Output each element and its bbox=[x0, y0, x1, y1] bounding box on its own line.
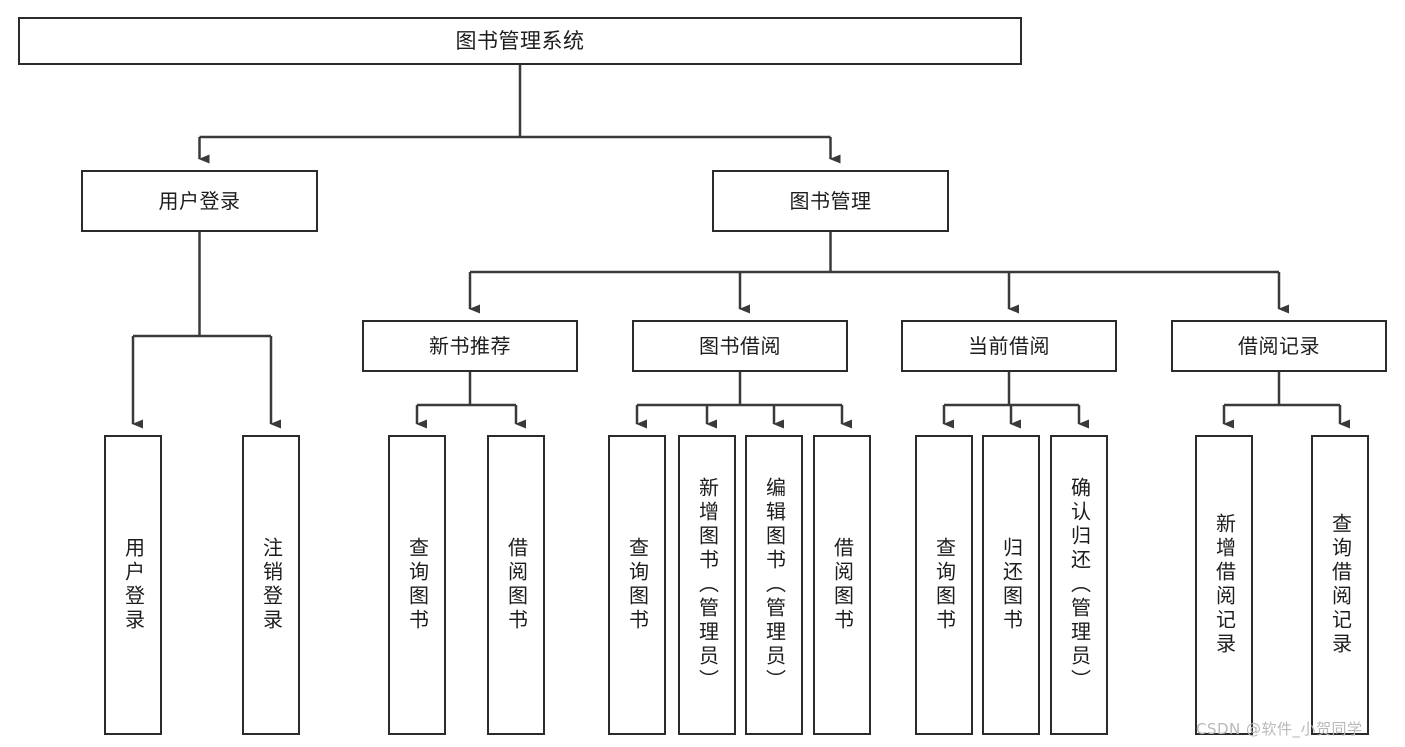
node-box-l-q1[interactable]: 查询图书 bbox=[388, 435, 446, 735]
node-box-l-q2[interactable]: 查询图书 bbox=[608, 435, 666, 735]
node-box-borrow[interactable]: 图书借阅 bbox=[632, 320, 848, 372]
node-label-l-addrec: 新增借阅记录 bbox=[1212, 513, 1237, 657]
node-box-records[interactable]: 借阅记录 bbox=[1171, 320, 1387, 372]
node-label-l-q2: 查询图书 bbox=[625, 537, 650, 633]
node-label-l-b1: 借阅图书 bbox=[504, 537, 529, 633]
node-box-l-edit[interactable]: 编辑图书（管理员） bbox=[745, 435, 803, 735]
node-label-newbook: 新书推荐 bbox=[429, 333, 511, 358]
node-box-l-add[interactable]: 新增图书（管理员） bbox=[678, 435, 736, 735]
node-label-l-q1: 查询图书 bbox=[405, 537, 430, 633]
node-box-bookmgr[interactable]: 图书管理 bbox=[712, 170, 949, 232]
node-box-l-login[interactable]: 用户登录 bbox=[104, 435, 162, 735]
node-label-current: 当前借阅 bbox=[968, 333, 1050, 358]
node-label-login: 用户登录 bbox=[158, 188, 241, 213]
connector-lines bbox=[131, 65, 1350, 429]
node-box-l-b1[interactable]: 借阅图书 bbox=[487, 435, 545, 735]
node-label-l-logout: 注销登录 bbox=[259, 537, 284, 633]
node-label-l-qrec: 查询借阅记录 bbox=[1328, 513, 1353, 657]
node-box-l-q3[interactable]: 查询图书 bbox=[915, 435, 973, 735]
node-box-login[interactable]: 用户登录 bbox=[81, 170, 318, 232]
node-box-l-confirm[interactable]: 确认归还（管理员） bbox=[1050, 435, 1108, 735]
node-label-l-return: 归还图书 bbox=[999, 537, 1024, 633]
node-label-l-confirm: 确认归还（管理员） bbox=[1067, 477, 1092, 693]
node-label-l-q3: 查询图书 bbox=[932, 537, 957, 633]
node-label-bookmgr: 图书管理 bbox=[789, 188, 872, 213]
node-label-l-b2: 借阅图书 bbox=[830, 537, 855, 633]
node-box-current[interactable]: 当前借阅 bbox=[901, 320, 1117, 372]
node-box-l-b2[interactable]: 借阅图书 bbox=[813, 435, 871, 735]
node-label-l-edit: 编辑图书（管理员） bbox=[762, 477, 787, 693]
node-box-l-qrec[interactable]: 查询借阅记录 bbox=[1311, 435, 1369, 735]
node-box-l-return[interactable]: 归还图书 bbox=[982, 435, 1040, 735]
node-label-root: 图书管理系统 bbox=[455, 28, 585, 53]
node-box-l-logout[interactable]: 注销登录 bbox=[242, 435, 300, 735]
node-label-l-login: 用户登录 bbox=[121, 537, 146, 633]
node-label-records: 借阅记录 bbox=[1238, 333, 1320, 358]
node-label-borrow: 图书借阅 bbox=[699, 333, 781, 358]
node-box-root[interactable]: 图书管理系统 bbox=[18, 17, 1022, 65]
node-label-l-add: 新增图书（管理员） bbox=[695, 477, 720, 693]
node-box-newbook[interactable]: 新书推荐 bbox=[362, 320, 578, 372]
node-box-l-addrec[interactable]: 新增借阅记录 bbox=[1195, 435, 1253, 735]
